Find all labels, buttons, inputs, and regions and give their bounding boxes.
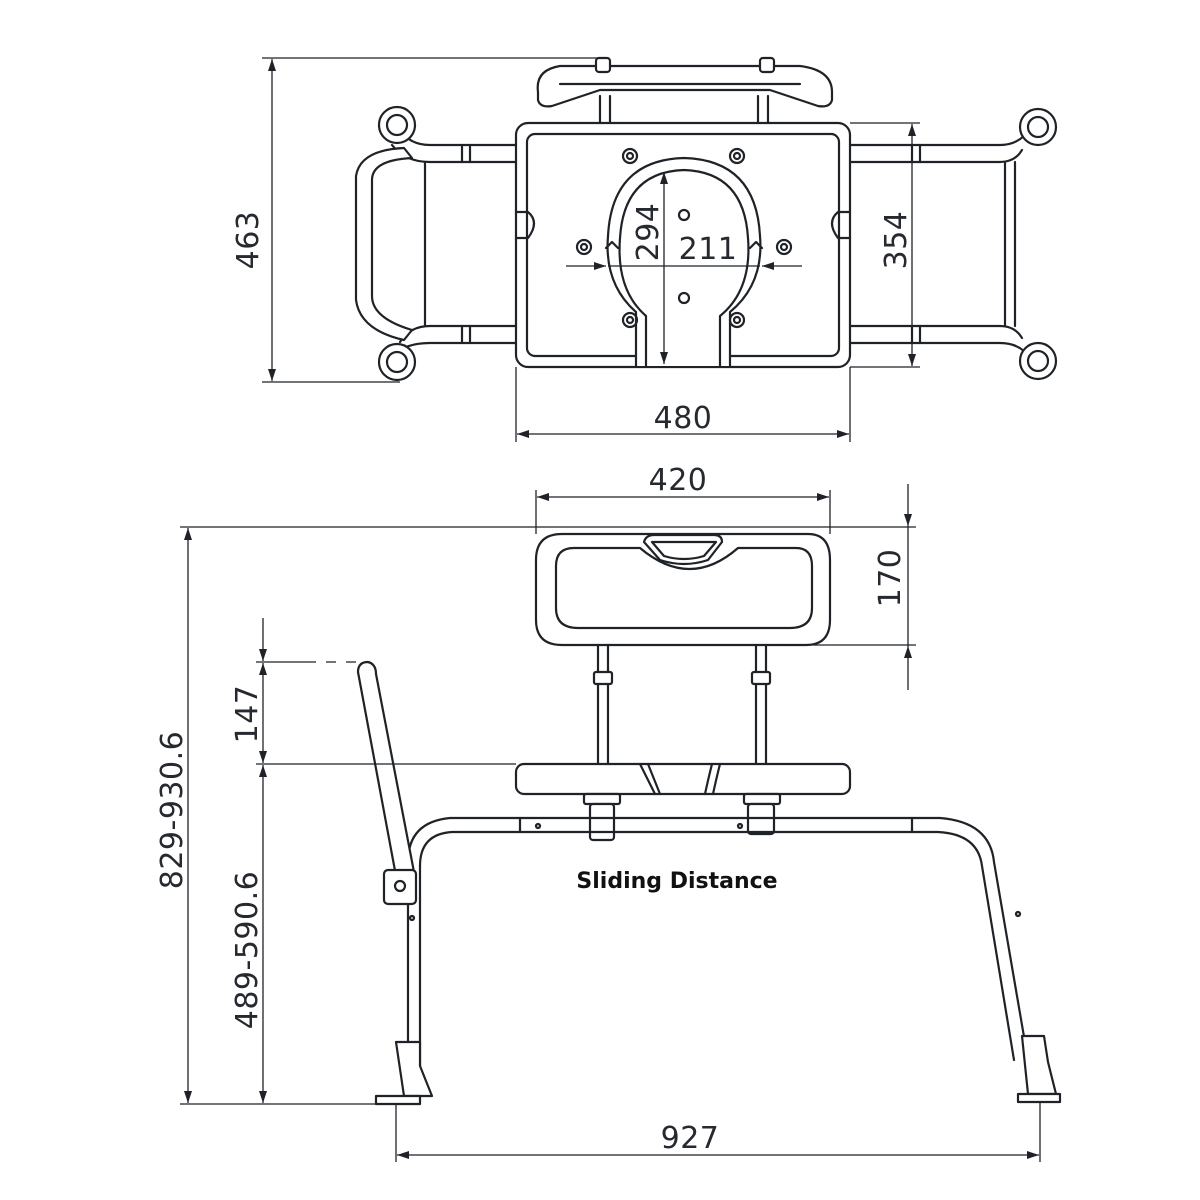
top-seat-plate [514, 121, 852, 369]
dimension-489-590: 489-590.6 [230, 765, 267, 1103]
top-view: 463 354 480 294 211 [231, 56, 1058, 442]
side-view: 420 170 147 829-930.6 [155, 463, 1062, 1162]
dimension-463: 463 [231, 57, 600, 383]
dim-label-211: 211 [679, 232, 738, 267]
dimension-829-930: 829-930.6 [155, 526, 560, 1105]
sliding-distance-caption: Sliding Distance [576, 869, 777, 894]
dim-label-294: 294 [631, 203, 666, 262]
dim-label-354: 354 [879, 211, 914, 270]
side-armrest [356, 660, 418, 906]
dim-label-463: 463 [231, 211, 266, 270]
seat-bolts [575, 147, 793, 329]
top-left-frame [354, 105, 518, 382]
dimension-294: 294 [631, 172, 668, 364]
dimension-170: 170 [560, 484, 916, 690]
dimension-420: 420 [535, 463, 831, 534]
side-frame [374, 816, 1062, 1106]
dimension-354: 354 [850, 122, 920, 368]
dim-label-170: 170 [873, 549, 908, 608]
top-backrest [536, 56, 834, 126]
dimension-480: 480 [515, 367, 851, 442]
side-backrest [534, 532, 832, 766]
dim-label-489-590: 489-590.6 [230, 871, 265, 1029]
dim-label-147: 147 [230, 685, 265, 744]
dim-label-927: 927 [661, 1121, 720, 1156]
dimension-147: 147 [230, 618, 516, 765]
side-seat [514, 762, 852, 842]
dimension-211: 211 [566, 232, 802, 270]
dimension-927: 927 [395, 1102, 1041, 1162]
dim-label-480: 480 [654, 401, 713, 436]
dim-label-829-930: 829-930.6 [155, 731, 190, 889]
dim-label-420: 420 [649, 463, 708, 498]
